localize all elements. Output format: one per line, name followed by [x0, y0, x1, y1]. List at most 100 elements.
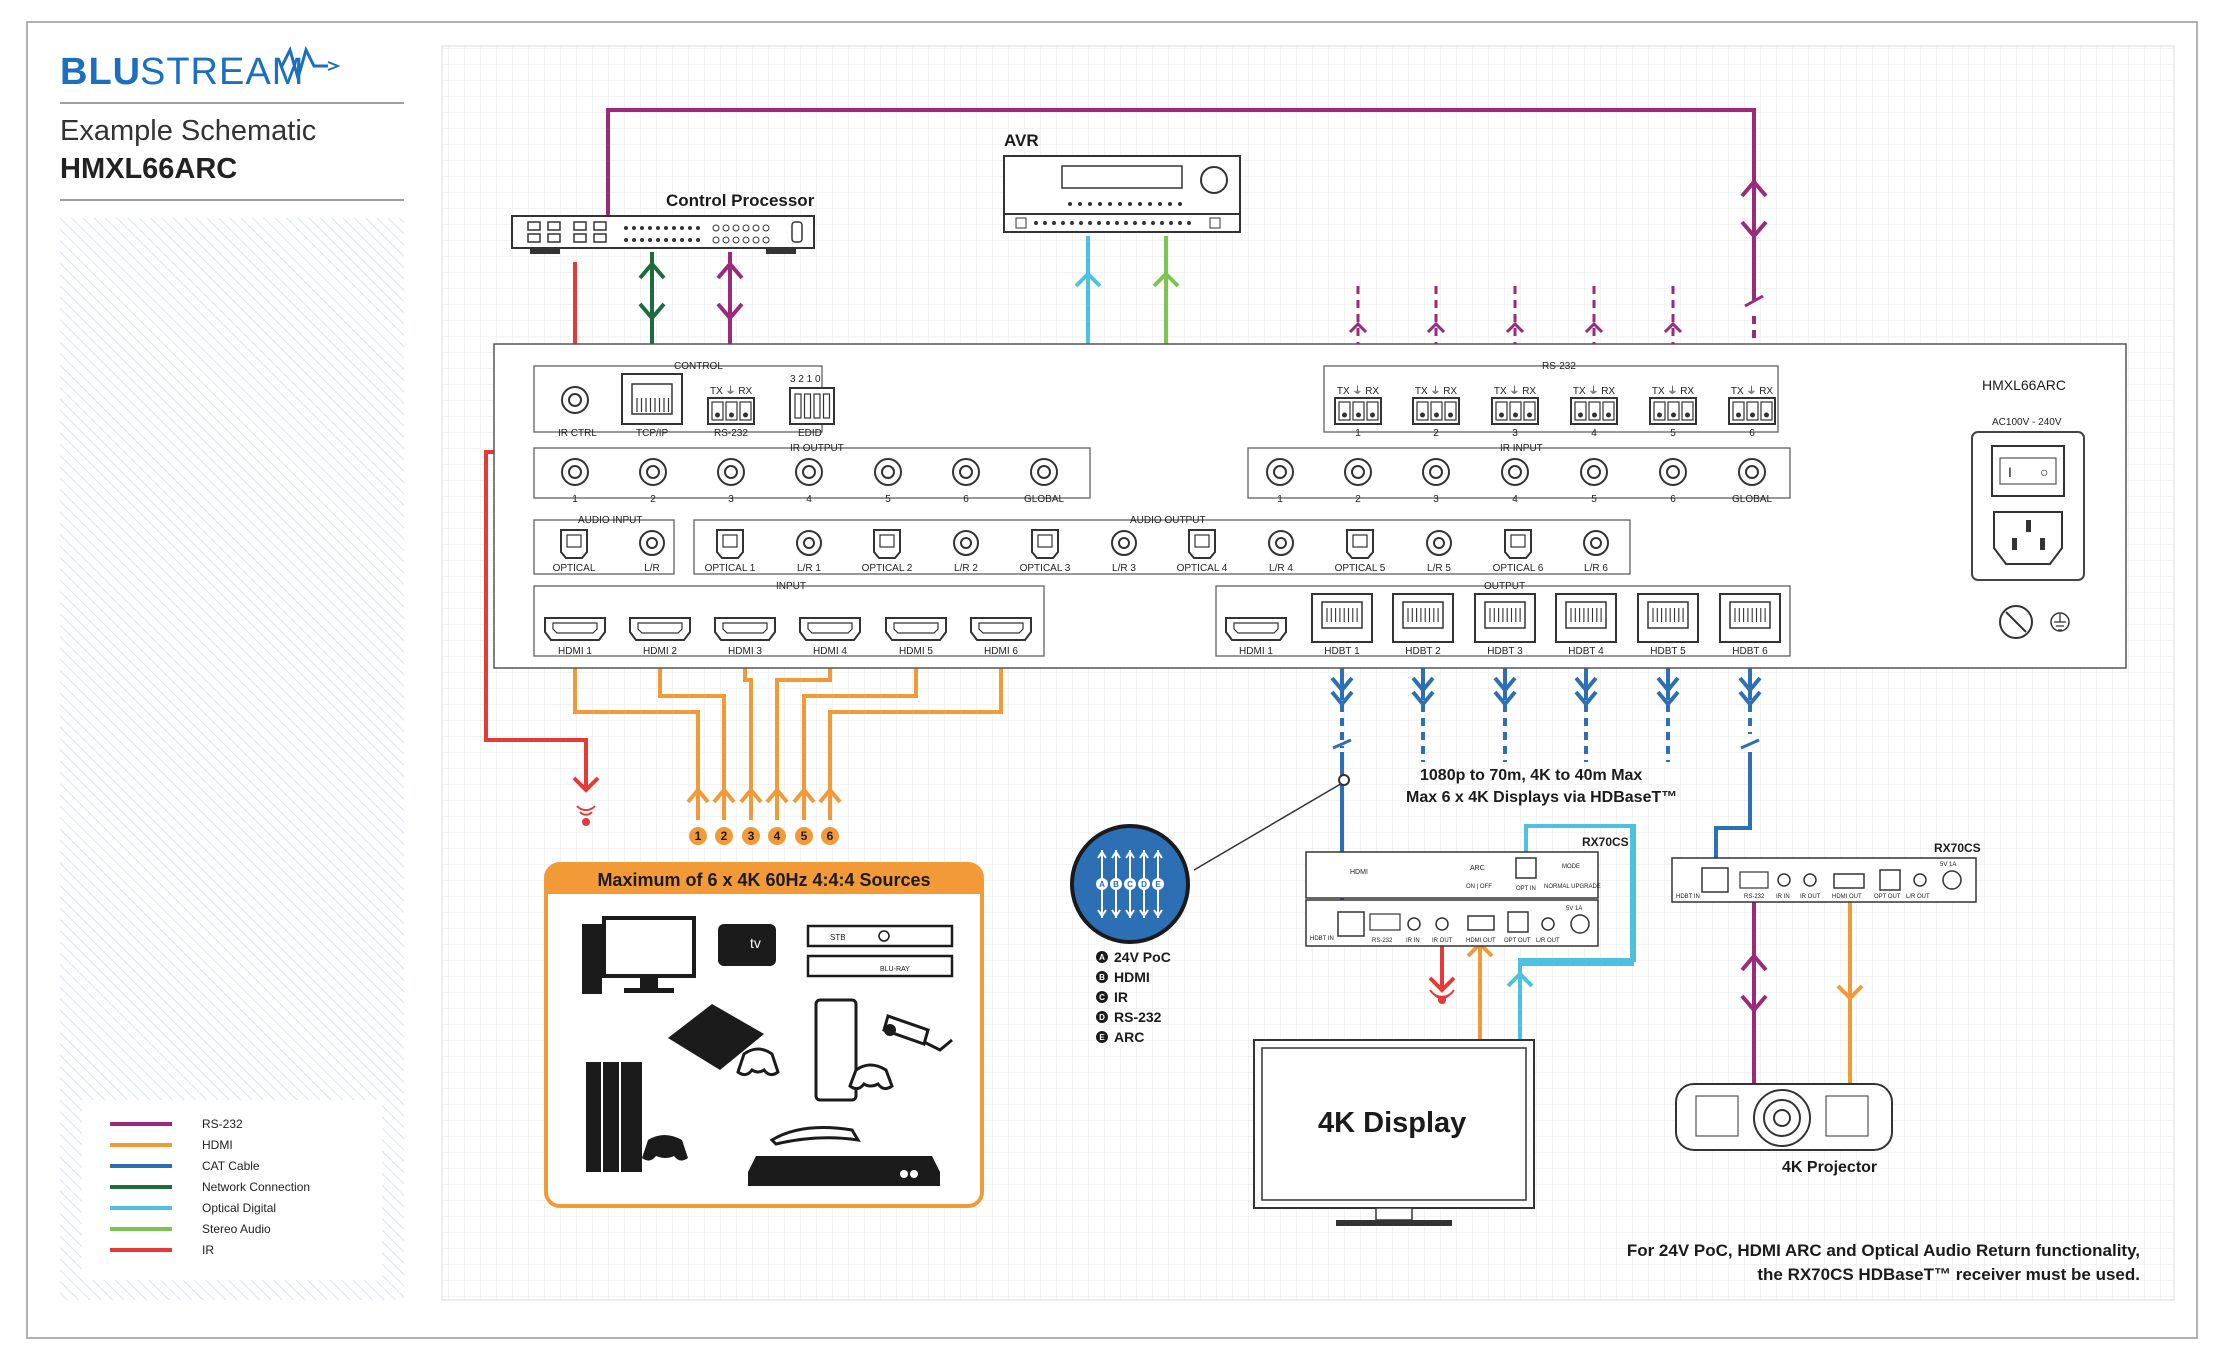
rs232-label: RS-232 — [714, 428, 748, 439]
hdmi-port[interactable] — [714, 617, 776, 641]
audio-out-label: L/R 1 — [797, 563, 821, 574]
hdbt-output-port[interactable] — [1637, 593, 1699, 643]
rs232-port-label: 1 — [1355, 428, 1361, 439]
audio-out-label: OPTICAL 2 — [862, 563, 913, 574]
hdmi-port[interactable] — [1225, 617, 1287, 641]
optical-port[interactable] — [1188, 529, 1216, 559]
rx-lr-out-label: L/R OUT — [1536, 938, 1560, 944]
rs232-port[interactable] — [1334, 397, 1382, 425]
bluray-label: BLU-RAY — [880, 966, 910, 973]
hdbt-output-port[interactable] — [1392, 593, 1454, 643]
rs232-txrx-label: TX ⏚ RX — [1337, 385, 1380, 397]
rx-hdbt-in-port[interactable] — [1337, 911, 1365, 937]
optical-port[interactable] — [716, 529, 744, 559]
ir-input-port[interactable] — [1266, 458, 1294, 486]
ir-output-port[interactable] — [561, 458, 589, 486]
hdbt-note-line1: 1080p to 70m, 4K to 40m Max — [1420, 767, 1642, 784]
audio-out-label: L/R 4 — [1269, 563, 1293, 574]
poc-legend-item: IR — [1114, 989, 1128, 1005]
control-processor-label: Control Processor — [666, 191, 815, 210]
stereo-jack-port[interactable] — [1111, 530, 1137, 556]
stereo-jack-port[interactable] — [953, 530, 979, 556]
ir-input-port[interactable] — [1659, 458, 1687, 486]
optical-port[interactable] — [1346, 529, 1374, 559]
model-title: HMXL66ARC — [60, 153, 237, 185]
ir-input-port[interactable] — [1580, 458, 1608, 486]
rs232-port[interactable] — [1570, 397, 1618, 425]
rx-hdmi-out-port[interactable] — [1467, 915, 1495, 931]
ir-input-port[interactable] — [1501, 458, 1529, 486]
stereo-jack-port[interactable] — [796, 530, 822, 556]
ir-output-port[interactable] — [1030, 458, 1058, 486]
page-frame — [26, 21, 2198, 1339]
hdmi-port[interactable] — [970, 617, 1032, 641]
hdbt-output-port[interactable] — [1311, 593, 1373, 643]
rx-hdmi-out-label: HDMI OUT — [1466, 938, 1496, 944]
footer-line2: the RX70CS HDBaseT™ receiver must be use… — [1757, 1265, 2140, 1284]
rx2-hdmi-out-label: HDMI OUT — [1832, 894, 1862, 900]
output-label: HDBT 5 — [1650, 646, 1686, 657]
ir-input-port[interactable] — [1344, 458, 1372, 486]
optical-port[interactable] — [873, 529, 901, 559]
sky-box-icon — [748, 1156, 940, 1186]
stereo-jack-port[interactable] — [639, 530, 665, 556]
audio-out-label: OPTICAL 5 — [1335, 563, 1386, 574]
rs232-port[interactable] — [1728, 397, 1776, 425]
rs232-port-label: 6 — [1749, 428, 1755, 439]
ir-output-label: 2 — [650, 494, 656, 505]
source-number: 3 — [748, 829, 755, 843]
rs232-txrx-label: TX ⏚ RX — [1731, 385, 1774, 397]
ir-output-label: 4 — [806, 494, 812, 505]
source-number-badge — [742, 827, 760, 845]
ir-output-port[interactable] — [639, 458, 667, 486]
optical-port[interactable] — [560, 529, 588, 559]
hdmi-port[interactable] — [544, 617, 606, 641]
logo-text-stream: STREAM — [140, 51, 304, 93]
hdmi-port[interactable] — [885, 617, 947, 641]
stereo-jack-port[interactable] — [1583, 530, 1609, 556]
rx-opt-in-port[interactable] — [1515, 857, 1537, 879]
ir-output-port[interactable] — [952, 458, 980, 486]
rs232-port-label: 4 — [1591, 428, 1597, 439]
hdbt-cable — [1656, 664, 1680, 762]
ir-input-port[interactable] — [1738, 458, 1766, 486]
bluray-icon — [806, 954, 954, 978]
ir-output-port[interactable] — [795, 458, 823, 486]
hdbt-output-port[interactable] — [1474, 593, 1536, 643]
ir-input-port[interactable] — [1422, 458, 1450, 486]
ir-output-port[interactable] — [717, 458, 745, 486]
hdbt-cable — [1574, 664, 1598, 762]
hdbt-output-port[interactable] — [1555, 593, 1617, 643]
rs232-port[interactable] — [1649, 397, 1697, 425]
rs232-port[interactable] — [1491, 397, 1539, 425]
rs232-port-label: 2 — [1433, 428, 1439, 439]
rs232-section-label: RS-232 — [1542, 361, 1576, 372]
hdmi-input-label: HDMI 3 — [728, 646, 762, 657]
control-processor: Control Processor — [511, 191, 815, 254]
apple-tv-icon — [718, 924, 776, 966]
source-number: 2 — [721, 829, 728, 843]
stereo-jack-port[interactable] — [1268, 530, 1294, 556]
rx-hdmi-label: HDMI — [1350, 869, 1368, 876]
optical-port[interactable] — [1504, 529, 1532, 559]
rs232-loop-cable — [606, 108, 1756, 300]
display-label: 4K Display — [1318, 1107, 1466, 1139]
logo-wave-icon — [280, 45, 328, 84]
ir-output-port[interactable] — [874, 458, 902, 486]
poc-legend-item: ARC — [1114, 1029, 1144, 1045]
audio-in-label: L/R — [644, 563, 660, 574]
rs232-port[interactable] — [1412, 397, 1460, 425]
audio-out-label: OPTICAL 6 — [1493, 563, 1544, 574]
source-number: 4 — [774, 829, 781, 843]
stb-label: STB — [830, 933, 846, 942]
hdmi-port[interactable] — [799, 617, 861, 641]
sources-title: Maximum of 6 x 4K 60Hz 4:4:4 Sources — [597, 870, 930, 890]
rx-left-label: RX70CS — [1582, 835, 1629, 849]
ir-input-label: 2 — [1355, 494, 1361, 505]
stereo-jack-port[interactable] — [1426, 530, 1452, 556]
optical-port[interactable] — [1031, 529, 1059, 559]
ps4-icon — [586, 1062, 642, 1172]
hdbt-output-port[interactable] — [1719, 593, 1781, 643]
poc-legend-letter: B — [1099, 973, 1105, 982]
hdmi-port[interactable] — [629, 617, 691, 641]
